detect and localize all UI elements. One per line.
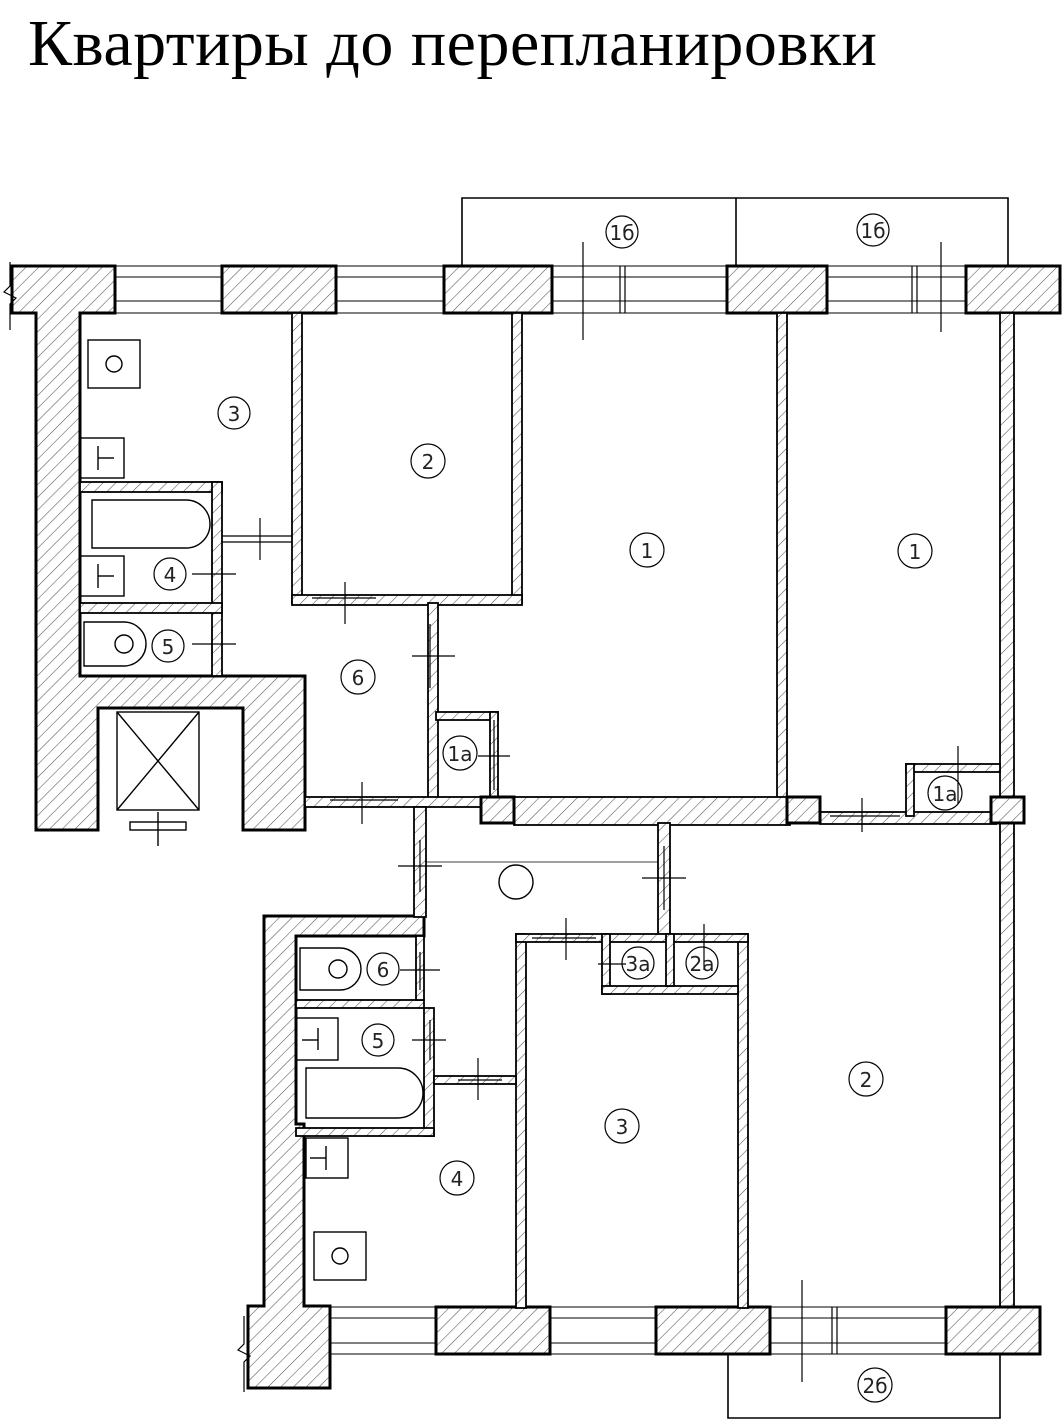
label-b-room-5: 5: [372, 1029, 385, 1053]
bathtub-icon: [305, 1067, 424, 1119]
balcony-bottom: [727, 1354, 1001, 1419]
balcony-door-bottom: [801, 1280, 838, 1382]
fixtures-apartment-a: [79, 339, 211, 667]
outer-wall-left-lower: [246, 914, 426, 1390]
doors-apartment-a: [192, 518, 959, 832]
label-a-room-1-left: 1: [641, 539, 654, 563]
page-title: Квартиры до перепланировки: [28, 7, 878, 80]
burner-icon: [331, 1247, 349, 1265]
bathtub-icon: [91, 499, 211, 549]
label-b-room-2: 2: [860, 1068, 873, 1092]
label-a-room-2: 2: [422, 450, 435, 474]
partitions-apartment-b: [295, 806, 749, 1309]
label-b-room-6: 6: [377, 958, 390, 982]
room-label-circles: [151, 213, 963, 1403]
label-a-room-5: 5: [162, 635, 175, 659]
masonry-piers-top: [220, 264, 1062, 315]
elevator-shaft: [116, 711, 200, 846]
label-a-room-1-right: 1: [909, 540, 922, 564]
balcony-doors-top: [582, 242, 942, 340]
label-balcony-1b-left: 1б: [609, 221, 634, 245]
washbasin-icon: [295, 1017, 339, 1061]
label-a-room-3: 3: [228, 402, 241, 426]
label-b-room-3: 3: [616, 1115, 629, 1139]
washbasin-icon: [79, 555, 125, 597]
label-balcony-1b-right: 1б: [860, 219, 885, 243]
label-b-room-4: 4: [451, 1167, 464, 1191]
burner-icon: [105, 355, 123, 373]
stove-icon: [87, 339, 141, 389]
outer-wall-left-upper: [10, 264, 307, 832]
label-b-room-2a: 2а: [690, 952, 715, 976]
sink-icon: [305, 1137, 349, 1179]
column-round: [498, 864, 534, 900]
label-a-room-4: 4: [164, 563, 177, 587]
toilet-icon: [299, 947, 362, 991]
partitions-apartment-a: [79, 312, 1015, 1314]
label-a-room-1a-left: 1а: [448, 742, 473, 766]
label-balcony-2b: 2б: [862, 1374, 887, 1398]
room-labels: 1б 1б 3 2 1 1 4 5 6 1а 1а 6 5 3а 2а 3 2 …: [162, 219, 958, 1398]
break-mark-bottom-left: [236, 1316, 252, 1392]
masonry-piers-bottom: [434, 1305, 1042, 1356]
label-a-room-6: 6: [352, 666, 365, 690]
break-mark-top-left: [2, 262, 18, 330]
fixtures-apartment-b: [295, 947, 424, 1281]
sink-icon: [79, 437, 125, 479]
balcony-top: [461, 197, 1009, 268]
columns: [479, 795, 1026, 825]
toilet-icon: [83, 621, 147, 667]
label-b-room-3a: 3а: [626, 952, 651, 976]
stove-icon: [313, 1231, 367, 1281]
label-a-room-1a-right: 1а: [933, 782, 958, 806]
